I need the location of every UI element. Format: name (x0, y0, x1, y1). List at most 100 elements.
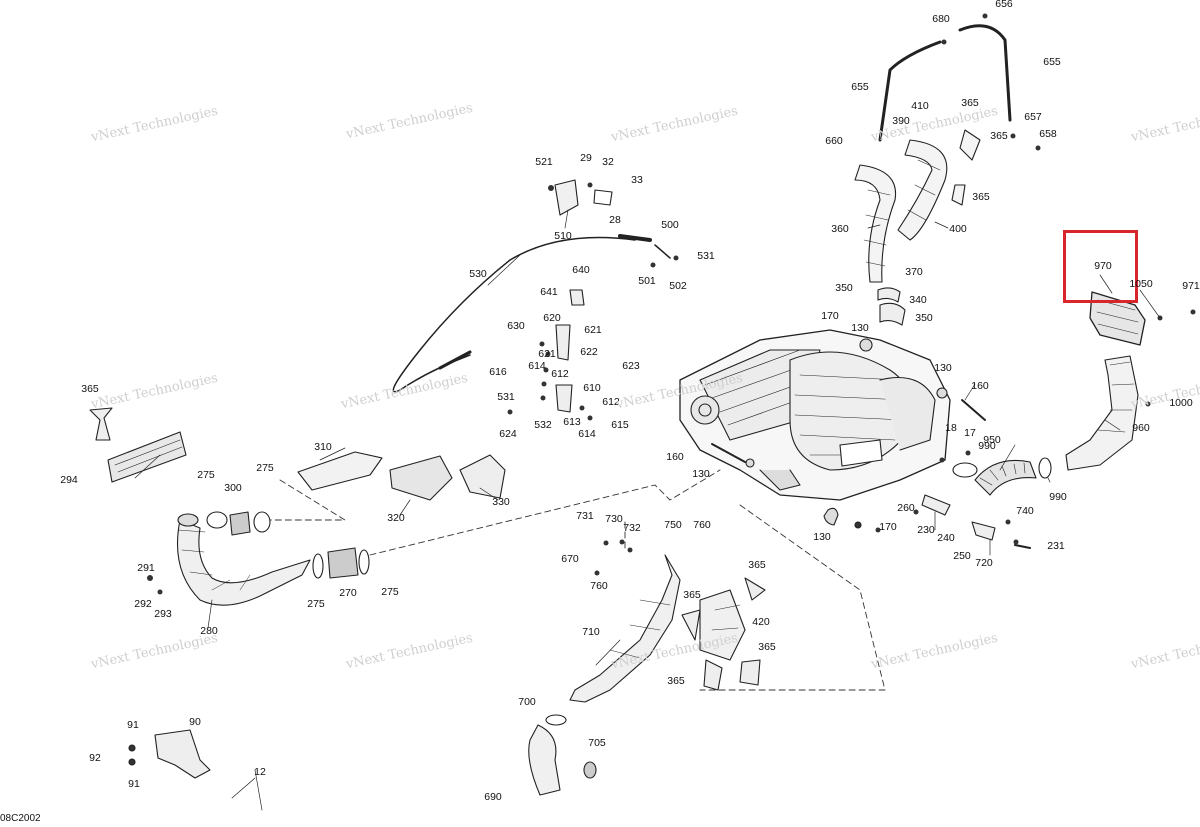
drawing-reference-code: 08C2002 (0, 813, 41, 824)
highlight-box-970 (1063, 230, 1138, 303)
callout-350: 350 (835, 281, 853, 294)
callout-656: 656 (995, 0, 1013, 10)
callout-90: 90 (189, 715, 201, 728)
callout-971: 971 (1182, 279, 1200, 292)
callout-420: 420 (752, 615, 770, 628)
callout-640: 640 (572, 263, 590, 276)
callout-690: 690 (484, 790, 502, 803)
callout-613: 613 (563, 415, 581, 428)
callout-700: 700 (518, 695, 536, 708)
callout-990: 990 (978, 439, 996, 452)
callout-330: 330 (492, 495, 510, 508)
callout-705: 705 (588, 736, 606, 749)
callout-610: 610 (583, 381, 601, 394)
intake-duct-360 (854, 164, 897, 283)
callout-614: 614 (528, 359, 546, 372)
callout-615: 615 (611, 418, 629, 431)
callout-612: 612 (551, 367, 569, 380)
callout-275: 275 (381, 585, 399, 598)
air-intake-960 (1065, 355, 1139, 471)
leader-lines (134, 209, 1161, 811)
callout-320: 320 (387, 511, 405, 524)
callout-660: 660 (825, 134, 843, 147)
callout-292: 292 (134, 597, 152, 610)
callout-270: 270 (339, 586, 357, 599)
callout-655: 655 (851, 80, 869, 93)
callout-510: 510 (554, 229, 572, 242)
callout-160: 160 (666, 450, 684, 463)
callout-291: 291 (137, 561, 155, 574)
exhaust-pipe-280 (177, 519, 311, 606)
intake-duct-400 (897, 139, 948, 241)
callout-275: 275 (256, 461, 274, 474)
callout-760: 760 (590, 579, 608, 592)
callout-1050: 1050 (1129, 277, 1153, 290)
callout-370: 370 (905, 265, 923, 278)
callout-29: 29 (580, 151, 592, 164)
callout-33: 33 (631, 173, 643, 186)
fastener-dots (147, 13, 1196, 595)
callout-260: 260 (897, 501, 915, 514)
callout-130: 130 (692, 467, 710, 480)
callout-950: 950 (983, 433, 1001, 446)
assembly-guide-lines (269, 469, 886, 691)
callout-365: 365 (667, 674, 685, 687)
callout-655: 655 (1043, 55, 1061, 68)
vent-hose-top (878, 24, 1012, 142)
callout-92: 92 (89, 751, 101, 764)
heat-shield-294 (107, 431, 187, 483)
callout-531: 531 (697, 249, 715, 262)
callout-160: 160 (971, 379, 989, 392)
callout-240: 240 (937, 531, 955, 544)
callout-670: 670 (561, 552, 579, 565)
callout-130: 130 (813, 530, 831, 543)
callout-657: 657 (1024, 110, 1042, 123)
callout-614: 614 (578, 427, 596, 440)
callout-621: 621 (584, 323, 602, 336)
callout-390: 390 (892, 114, 910, 127)
callout-990: 990 (1049, 490, 1067, 503)
callout-350: 350 (915, 311, 933, 324)
callout-641: 641 (540, 285, 558, 298)
callout-294: 294 (60, 473, 78, 486)
callout-612: 612 (602, 395, 620, 408)
callout-365: 365 (972, 190, 990, 203)
callout-310: 310 (314, 440, 332, 453)
callout-170: 170 (821, 309, 839, 322)
callout-1000: 1000 (1169, 396, 1193, 409)
callout-521: 521 (535, 155, 553, 168)
callout-365: 365 (81, 382, 99, 395)
callout-91: 91 (128, 777, 140, 790)
callout-365: 365 (990, 129, 1008, 142)
callout-624: 624 (499, 427, 517, 440)
exhaust-manifold-710 (569, 554, 681, 703)
callout-293: 293 (154, 607, 172, 620)
callout-275: 275 (197, 468, 215, 481)
callout-275: 275 (307, 597, 325, 610)
callout-680: 680 (932, 12, 950, 25)
callout-620: 620 (543, 311, 561, 324)
callout-280: 280 (200, 624, 218, 637)
callout-970: 970 (1094, 259, 1112, 272)
callout-630: 630 (507, 319, 525, 332)
callout-750: 750 (664, 518, 682, 531)
callout-760: 760 (693, 518, 711, 531)
callout-130: 130 (851, 321, 869, 334)
callout-365: 365 (961, 96, 979, 109)
callout-340: 340 (909, 293, 927, 306)
callout-365: 365 (748, 558, 766, 571)
callout-621: 621 (538, 347, 556, 360)
callout-12: 12 (254, 765, 266, 778)
callout-531: 531 (497, 390, 515, 403)
callout-410: 410 (911, 99, 929, 112)
callout-500: 500 (661, 218, 679, 231)
callout-658: 658 (1039, 127, 1057, 140)
callout-130: 130 (934, 361, 952, 374)
callout-231: 231 (1047, 539, 1065, 552)
throttle-cable-530 (392, 234, 652, 393)
callout-360: 360 (831, 222, 849, 235)
callout-250: 250 (953, 549, 971, 562)
callout-365: 365 (758, 640, 776, 653)
callout-32: 32 (602, 155, 614, 168)
callout-18: 18 (945, 421, 957, 434)
